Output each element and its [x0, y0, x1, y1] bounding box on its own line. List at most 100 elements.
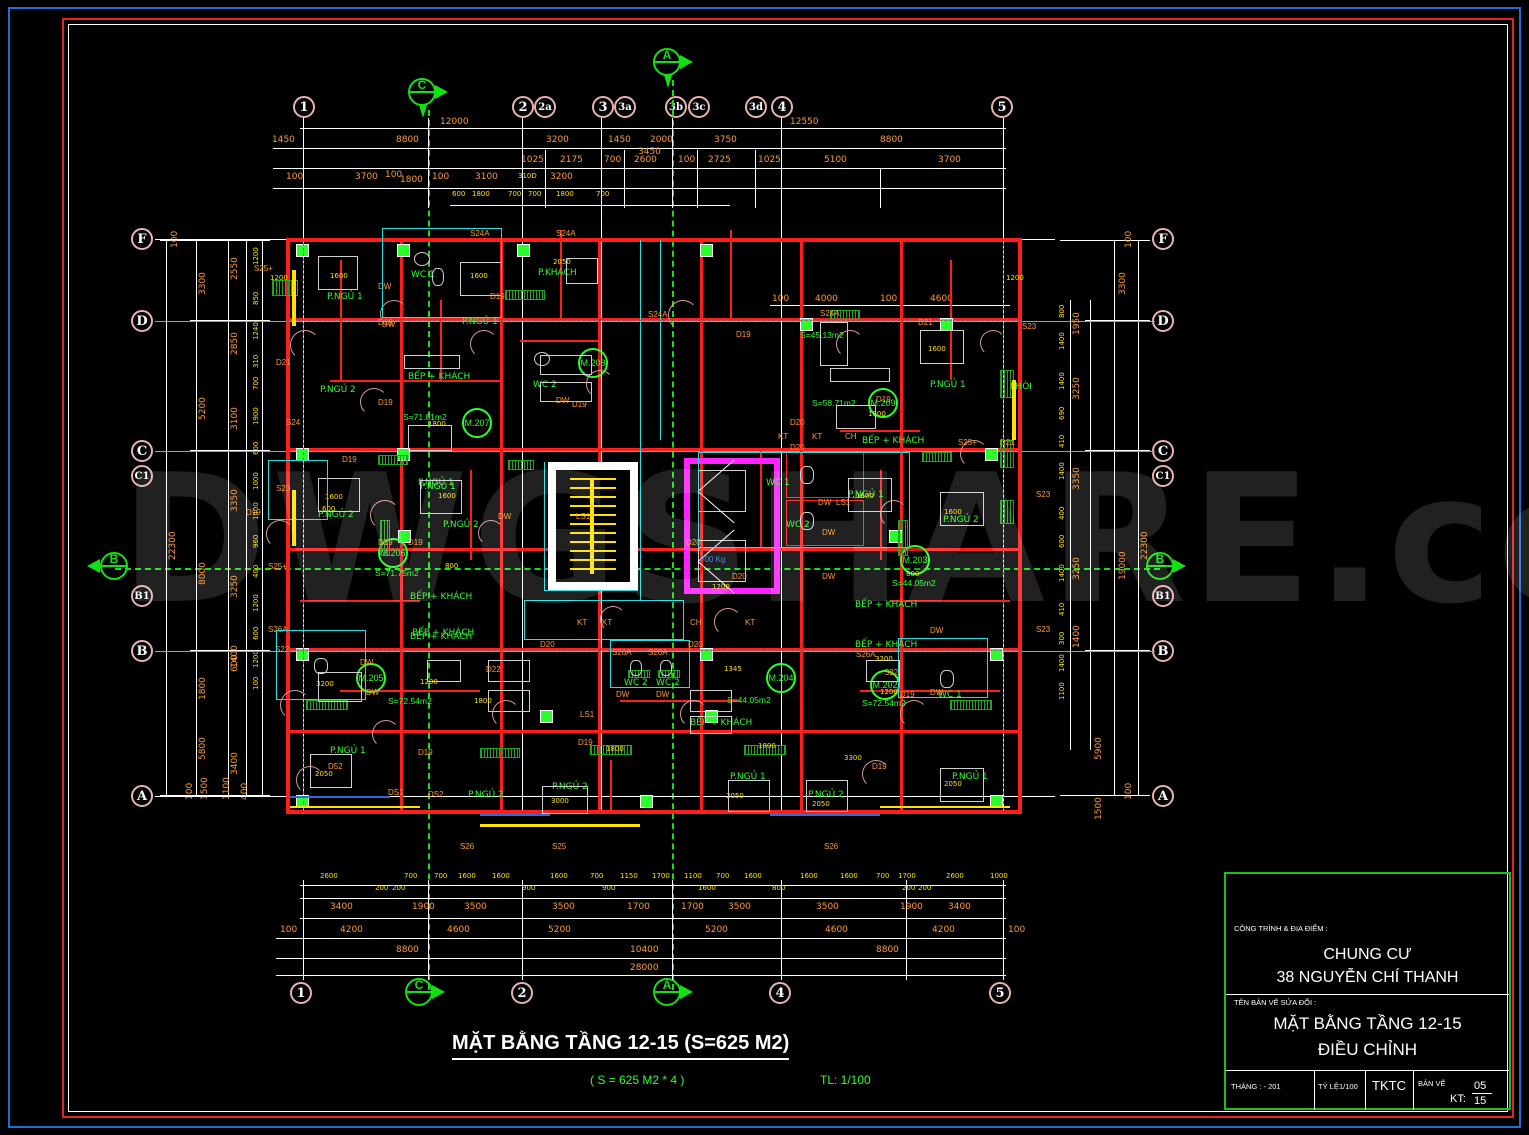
dim-line-right-3 — [1090, 300, 1091, 750]
furn-dim: 800 — [445, 562, 459, 570]
dim-b-8800-l: 8800 — [396, 945, 419, 955]
door-swing — [586, 370, 614, 398]
dim-right-y-3: 1400 — [1058, 372, 1066, 390]
room-label-kitchen-b: BẾP + KHÁCH — [862, 436, 925, 446]
room-label-bedroom1-f: P.NGỦ 1 — [330, 746, 366, 756]
dim-line-right-1 — [1138, 240, 1139, 796]
sheet-label: BẢN VẼ — [1418, 1079, 1446, 1088]
dim-1025-b: 1025 — [758, 155, 781, 165]
corridor-outline — [524, 600, 684, 640]
balcony-outline — [382, 228, 502, 318]
dim-b-sm-5: 1600 — [492, 872, 510, 880]
dim-left-3300: 3300 — [198, 272, 208, 295]
dim-left-3400: 3400 — [230, 752, 240, 775]
dim-left-400: 400 — [240, 782, 250, 800]
grid-label: 3c — [692, 101, 706, 113]
room-label-bedroom1-d: P.NGỦ 1 — [930, 380, 966, 390]
dim-tick — [545, 150, 546, 208]
dim-left-100-b: 100 — [185, 782, 195, 800]
stair-handrail — [590, 478, 594, 574]
drawing-caption: TÊN BẢN VẼ SỬA ĐỔI : — [1234, 998, 1317, 1007]
section-marker-A-top: A — [653, 48, 693, 88]
grid-label: 5 — [997, 99, 1007, 115]
dim-left-y-15: 100 — [252, 676, 260, 690]
dim-left-2550: 2550 — [230, 257, 240, 280]
dim-b-4200-r: 4200 — [932, 925, 955, 935]
door-tag: D19 — [342, 455, 357, 464]
section-marker-A-bottom: A — [653, 978, 693, 1012]
accent-line-yellow — [1012, 380, 1016, 440]
furn-dim: 1800 — [606, 745, 624, 753]
dim-inner-100-a: 100 — [772, 294, 789, 304]
dim-b-900-a: 900 — [522, 884, 536, 892]
apartment-badge-M207: M.207 — [462, 408, 492, 438]
apartment-area-M206: S=71.75m2 — [375, 568, 419, 578]
grid-label: D — [136, 313, 148, 329]
month-field: THÁNG : - 201 — [1231, 1082, 1281, 1091]
dim-3450: 3450 — [638, 147, 661, 157]
furniture-counter — [404, 355, 460, 369]
furn-dim: 1200 — [270, 274, 288, 282]
grid-ext-D — [155, 321, 1155, 322]
dim-right-y-9: 1400 — [1058, 564, 1066, 582]
window-tag: S23 — [1036, 625, 1051, 634]
room-label-bedroom1-h: P.NGỦ 1 — [848, 490, 884, 500]
door-tag: D20 — [688, 640, 703, 649]
door-tag: D20 — [790, 418, 805, 427]
section-marker-B-left: B — [87, 552, 134, 586]
drawing-scale: TL: 1/100 — [820, 1073, 871, 1087]
window-hatch — [480, 748, 520, 758]
section-marker-label: A — [662, 978, 672, 992]
dim-b-3500-c: 3500 — [728, 902, 751, 912]
door-tag: D20 — [732, 572, 747, 581]
grid-bubble-right-C: C — [1152, 440, 1174, 462]
furniture-table — [408, 425, 452, 451]
grid-bubble-left-F: F — [131, 228, 153, 250]
door-swing — [266, 520, 294, 548]
misc-tag-dw: DW — [382, 320, 396, 329]
fixture-toilet — [314, 658, 328, 674]
fixture-toilet — [630, 660, 642, 676]
grid-label: D — [1157, 313, 1169, 329]
grid-bubble-bottom-5: 5 — [989, 982, 1011, 1004]
interior-wall-v-1 — [400, 238, 403, 814]
dim-right-1500: 1500 — [1094, 797, 1104, 820]
dim-b-800-x: 800 — [772, 884, 786, 892]
dim-b-sm-17: 2600 — [946, 872, 964, 880]
dim-b-28000: 28000 — [630, 963, 659, 973]
dim-right-y-1: 800 — [1058, 304, 1066, 318]
dim-tick-h — [1060, 240, 1150, 241]
column-node — [296, 648, 309, 661]
column-node — [640, 795, 653, 808]
door-tag: D20 — [790, 443, 805, 452]
column-node — [800, 318, 813, 331]
door-tag: D21 — [918, 318, 933, 327]
dim-tick — [303, 880, 304, 980]
dim-left-y-10: 960 — [252, 534, 260, 548]
misc-tag-dw: DW — [556, 396, 570, 405]
elevator-shaft-wall — [684, 458, 690, 594]
window-tag: S25+ — [958, 438, 977, 447]
dim-tick — [428, 118, 429, 208]
dim-tick — [624, 150, 625, 208]
furn-dim: 1600 — [944, 508, 962, 516]
dim-1450-b: 1450 — [608, 135, 631, 145]
partition-wall-4 — [760, 450, 762, 548]
dim-b-3400-l: 3400 — [330, 902, 353, 912]
balcony-outline — [610, 640, 690, 688]
dim-left-600: 600 — [230, 654, 240, 672]
furniture-bed — [318, 672, 362, 702]
door-tag: D22 — [486, 665, 501, 674]
partition-wall-6 — [340, 690, 480, 692]
room-label-wc1: WC 1 — [766, 478, 790, 488]
door-swing — [862, 760, 890, 788]
elevator-dim-1200: 1200 — [712, 583, 730, 591]
dim-8800-top-r: 8800 — [880, 135, 903, 145]
elevator-capacity-label: 800 Kg — [700, 555, 726, 564]
partition-wall-2 — [440, 300, 442, 380]
dim-left-y-6: 1900 — [252, 407, 260, 425]
dim-310D: 310D — [518, 172, 537, 180]
dim-b-sm-11: 700 — [716, 872, 730, 880]
door-tag: D19 — [900, 690, 915, 699]
furn-dim: 1600 — [330, 272, 348, 280]
